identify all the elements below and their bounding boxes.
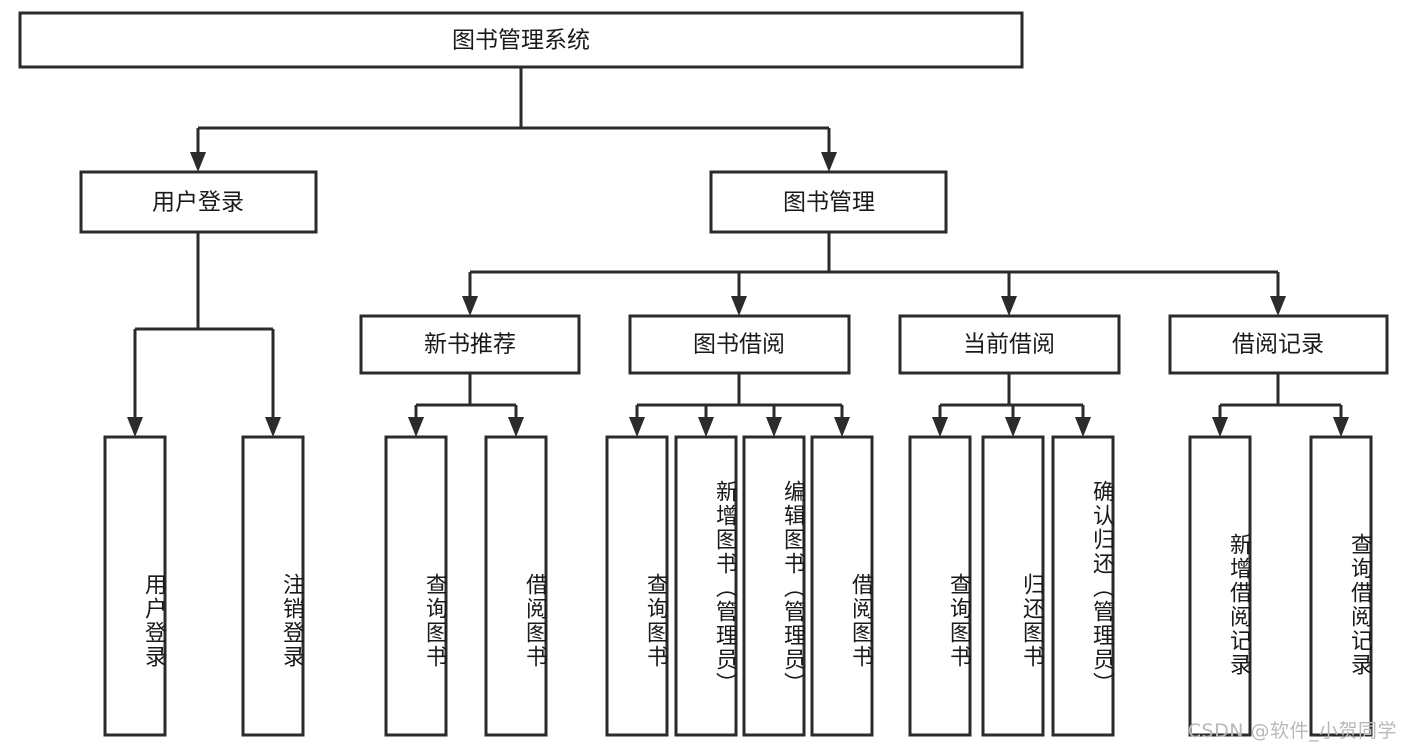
leaf-box-borrow-book-a[interactable] — [484, 435, 548, 737]
arrow-head-leaf-borrow-book-a — [508, 417, 524, 437]
leaf-box-user-login[interactable] — [103, 435, 167, 737]
node-new-book-recommend[interactable]: 新书推荐 — [359, 314, 581, 375]
leaf-box-add-book[interactable] — [674, 435, 738, 737]
node-book-borrow-label: 图书借阅 — [693, 332, 785, 358]
arrow-head-leaf-query-record — [1333, 417, 1349, 437]
node-book-management[interactable]: 图书管理 — [709, 170, 948, 234]
leaf-box-query-book-b[interactable] — [605, 435, 669, 737]
node-root-system[interactable]: 图书管理系统 — [18, 11, 1024, 69]
arrow-head-leaf-query-book-a — [408, 417, 424, 437]
arrow-head-user-login — [190, 152, 206, 172]
arrow-head-leaf-user-login — [127, 417, 143, 437]
arrow-head-leaf-return-book — [1005, 417, 1021, 437]
connector-group-user-login — [127, 232, 281, 437]
node-root-label: 图书管理系统 — [452, 28, 590, 54]
connector-group-new-book — [408, 373, 524, 437]
node-new-book-recommend-box[interactable] — [359, 314, 581, 375]
node-borrow-record[interactable]: 借阅记录 — [1168, 314, 1389, 375]
connector-group-book-borrow — [629, 373, 850, 437]
leaf-box-query-borrow-record[interactable] — [1309, 435, 1373, 737]
connector-group-book-mgmt — [462, 232, 1286, 316]
arrow-head-leaf-add-book — [698, 417, 714, 437]
node-borrow-record-box[interactable] — [1168, 314, 1389, 375]
arrow-head-borrow-record — [1270, 296, 1286, 316]
arrow-head-leaf-query-book-c — [932, 417, 948, 437]
csdn-watermark: CSDN @软件_小贺同学 — [1187, 720, 1397, 742]
leaf-box-query-book-c[interactable] — [908, 435, 972, 737]
arrow-head-leaf-edit-book — [766, 417, 782, 437]
node-user-login-label: 用户登录 — [152, 190, 244, 216]
leaf-box-logout[interactable] — [241, 435, 305, 737]
node-borrow-record-label: 借阅记录 — [1232, 332, 1324, 358]
connector-group-borrow-record — [1212, 373, 1349, 437]
node-book-management-label: 图书管理 — [783, 190, 875, 216]
arrow-head-book-mgmt — [821, 152, 837, 172]
node-book-borrow[interactable]: 图书借阅 — [628, 314, 851, 375]
arrow-head-leaf-borrow-book-b — [834, 417, 850, 437]
arrow-head-current-borrow — [1001, 296, 1017, 316]
leaf-box-group — [103, 435, 1373, 737]
arrow-head-new-book — [462, 296, 478, 316]
connector-group-current-borrow — [932, 373, 1091, 437]
connector-group-root — [190, 67, 837, 172]
arrow-head-leaf-add-record — [1212, 417, 1228, 437]
node-root-box[interactable] — [18, 11, 1024, 69]
node-current-borrow-box[interactable] — [898, 314, 1121, 375]
node-new-book-recommend-label: 新书推荐 — [424, 332, 516, 358]
arrow-head-leaf-query-book-b — [629, 417, 645, 437]
leaf-box-return-book[interactable] — [981, 435, 1045, 737]
leaf-box-confirm-return[interactable] — [1051, 435, 1115, 737]
node-current-borrow-label: 当前借阅 — [963, 332, 1055, 358]
leaf-box-edit-book[interactable] — [742, 435, 806, 737]
leaf-box-query-book-a[interactable] — [384, 435, 448, 737]
arrow-head-book-borrow — [731, 296, 747, 316]
arrow-head-leaf-logout — [265, 417, 281, 437]
leaf-box-add-borrow-record[interactable] — [1188, 435, 1252, 737]
node-user-login[interactable]: 用户登录 — [79, 170, 318, 234]
node-book-management-box[interactable] — [709, 170, 948, 234]
node-book-borrow-box[interactable] — [628, 314, 851, 375]
node-user-login-box[interactable] — [79, 170, 318, 234]
arrow-head-leaf-confirm-return — [1075, 417, 1091, 437]
node-current-borrow[interactable]: 当前借阅 — [898, 314, 1121, 375]
leaf-box-borrow-book-b[interactable] — [810, 435, 874, 737]
